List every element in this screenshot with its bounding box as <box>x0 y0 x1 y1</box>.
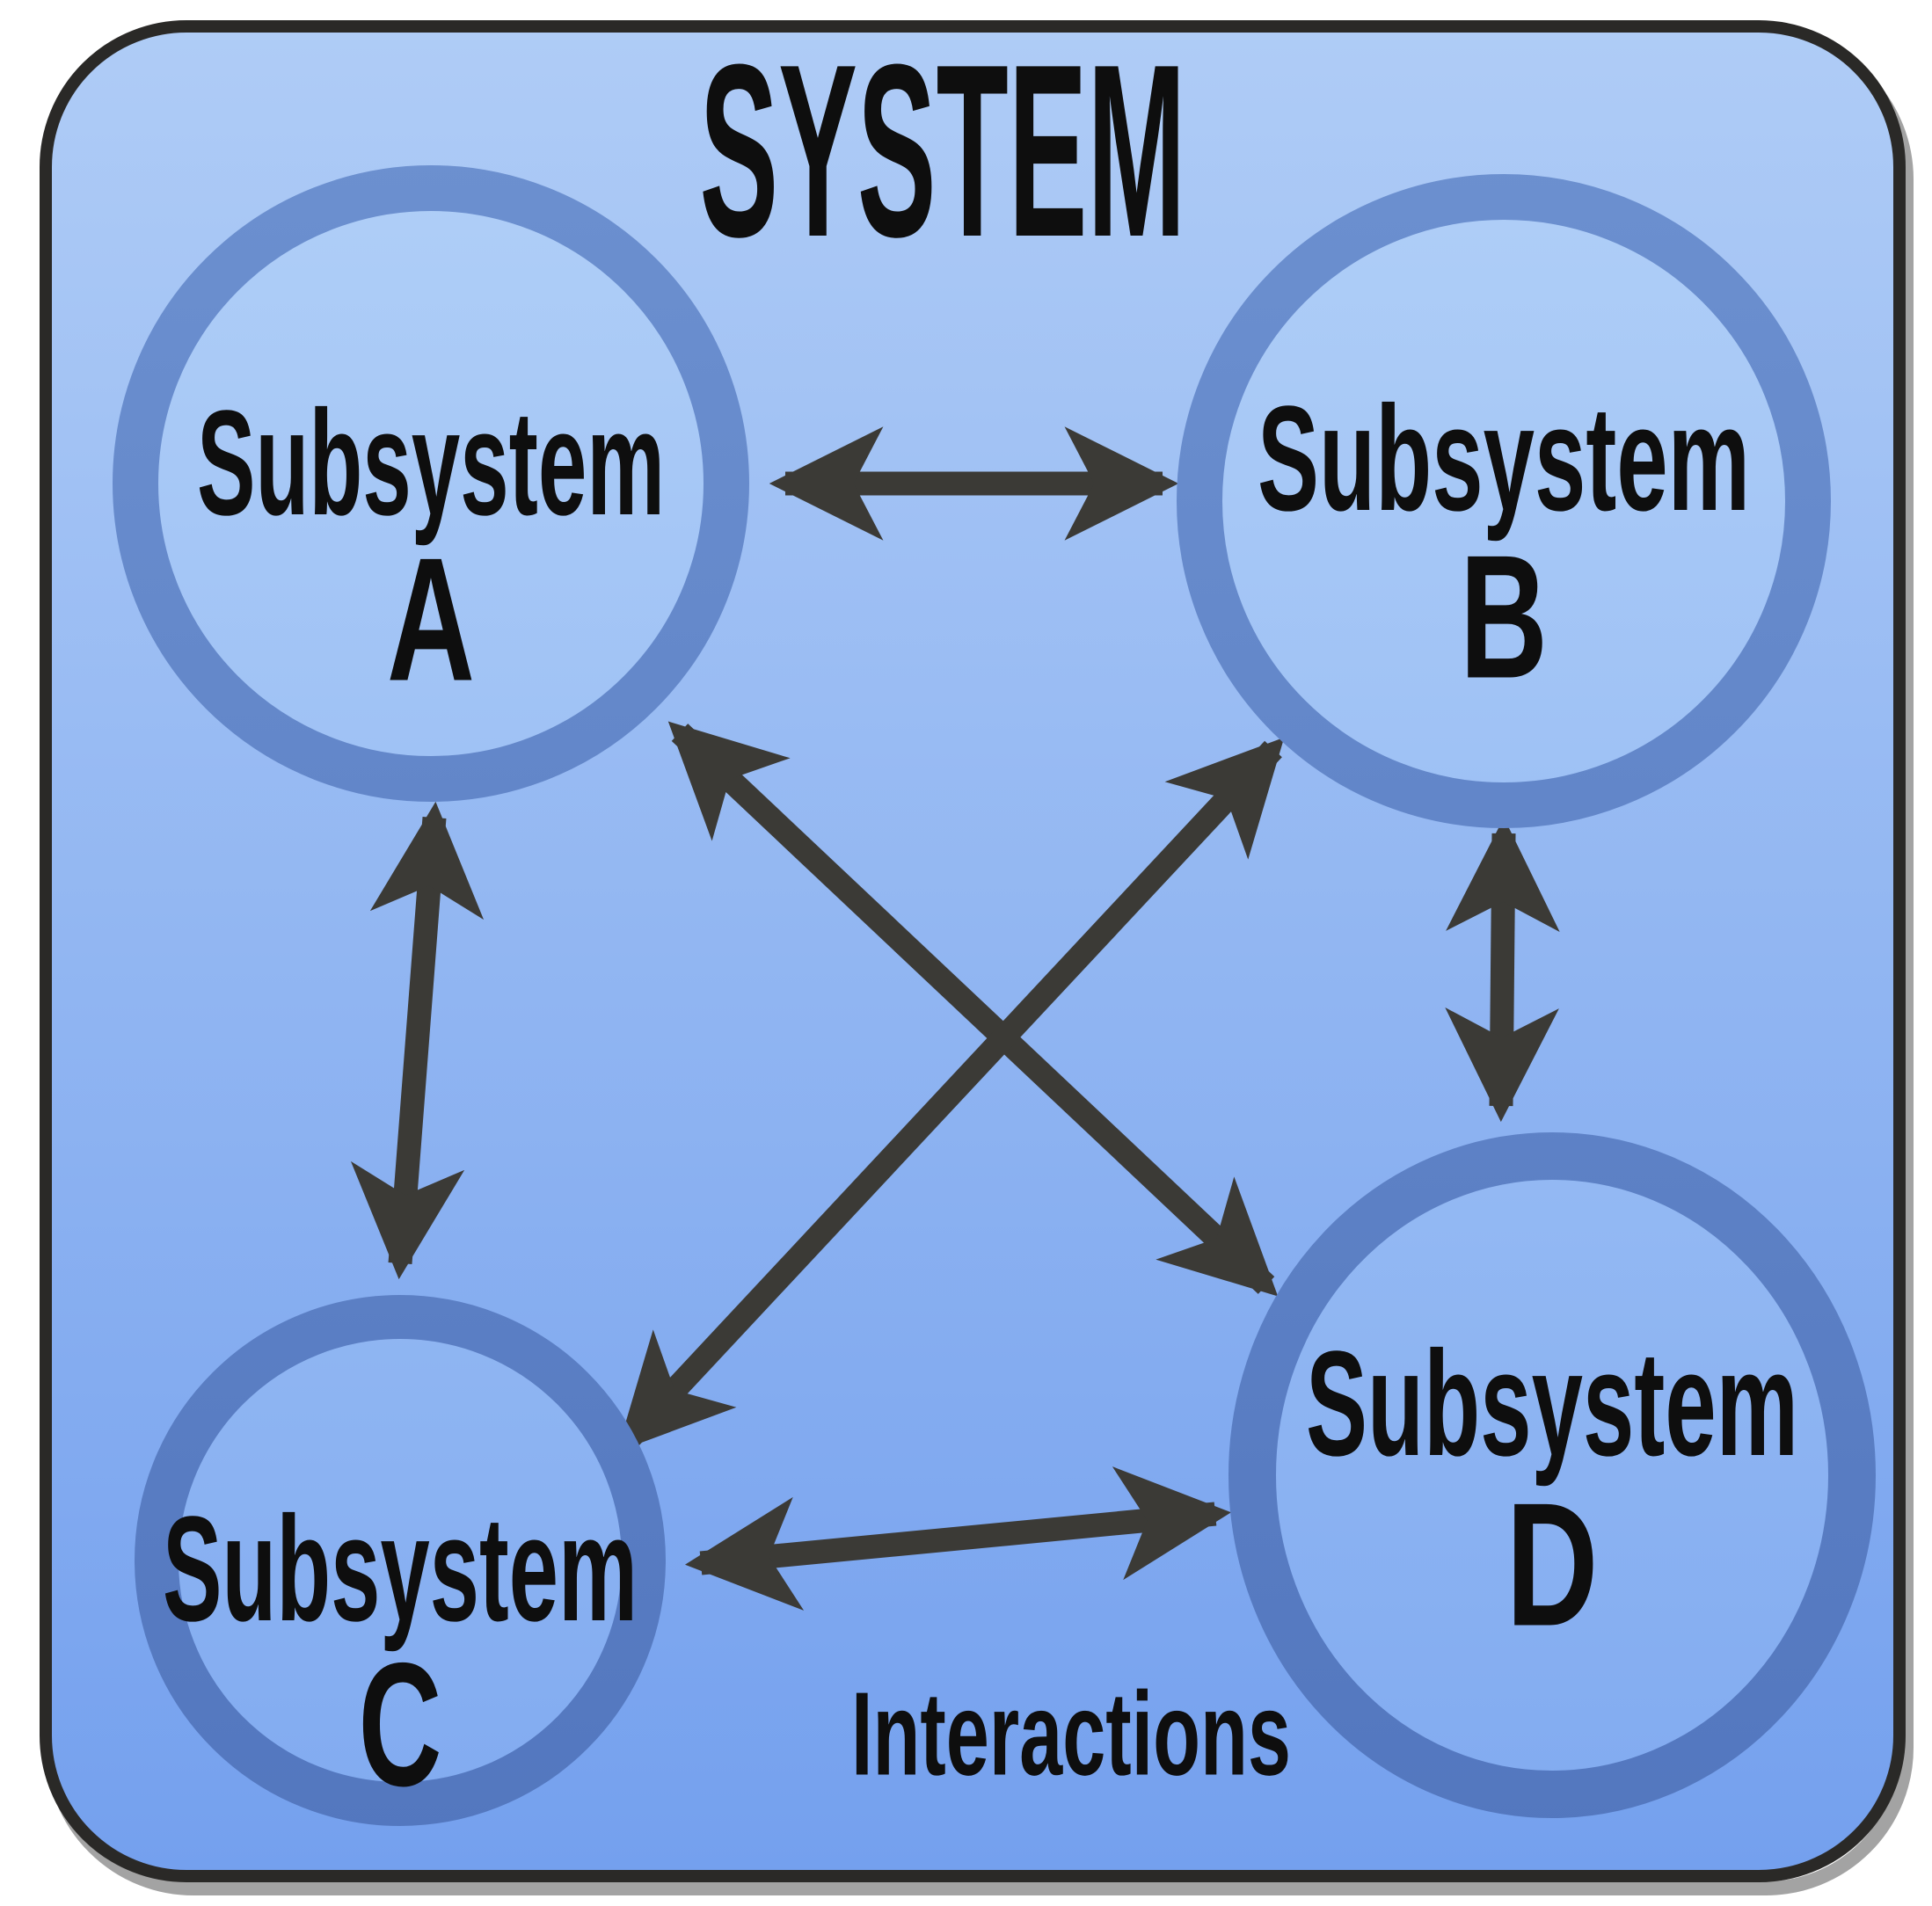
arrow-a-c <box>350 801 485 1280</box>
subsystem-b-letter: B <box>1460 520 1548 716</box>
subsystem-c-label: Subsystem <box>163 1486 638 1653</box>
arrow-b-d <box>1445 817 1560 1123</box>
subsystem-b-label: Subsystem <box>1258 375 1750 542</box>
interaction-arrows <box>350 426 1560 1611</box>
subsystem-a-node: Subsystem A <box>113 165 749 802</box>
subsystem-b-circle <box>1177 174 1831 828</box>
interactions-caption: Interactions <box>851 1668 1291 1801</box>
subsystem-d-node: Subsystem D <box>1228 1132 1876 1818</box>
subsystem-d-letter: D <box>1506 1467 1599 1663</box>
subsystem-a-label: Subsystem <box>197 380 665 547</box>
subsystem-c-node: Subsystem C <box>135 1295 666 1826</box>
subsystem-c-letter: C <box>359 1627 442 1823</box>
subsystem-b-node: Subsystem B <box>1177 174 1831 828</box>
subsystem-c-circle <box>135 1295 666 1826</box>
subsystem-a-circle <box>113 165 749 802</box>
arrow-c-d <box>684 1466 1232 1611</box>
subsystem-d-circle <box>1228 1132 1876 1818</box>
subsystem-a-letter: A <box>387 522 475 718</box>
system-title: SYSTEM <box>700 14 1186 288</box>
subsystem-d-label: Subsystem <box>1306 1320 1798 1488</box>
arrow-c-b <box>616 737 1285 1452</box>
